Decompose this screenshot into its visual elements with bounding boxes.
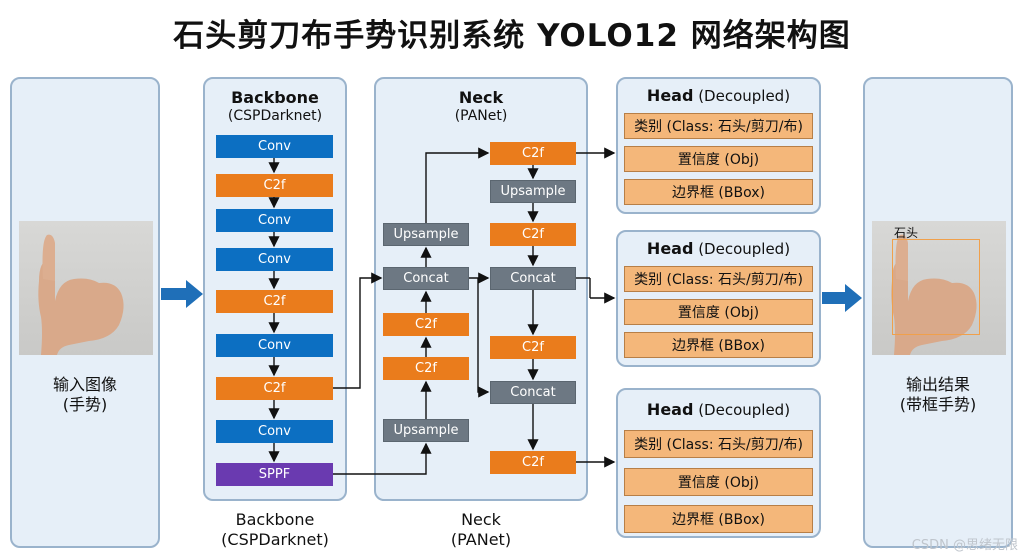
backbone-title: Backbone: [205, 88, 345, 107]
input-panel: 输入图像 (手势): [10, 77, 160, 548]
backbone-block-c2f: C2f: [216, 174, 333, 197]
neck-left-upsample: Upsample: [383, 419, 469, 442]
neck-left-c2f: C2f: [383, 357, 469, 380]
output-caption: 输出结果 (带框手势): [865, 375, 1011, 415]
head-panel-2: Head (Decoupled) 类别 (Class: 石头/剪刀/布) 置信度…: [616, 230, 821, 367]
backbone-block-conv: Conv: [216, 209, 333, 232]
backbone-block-conv: Conv: [216, 135, 333, 158]
neck-right-c2f: C2f: [490, 336, 576, 359]
neck-right-c2f: C2f: [490, 223, 576, 246]
head-title-text: Head: [646, 400, 694, 419]
output-panel: 石头 输出结果 (带框手势): [863, 77, 1013, 548]
head-obj-box: 置信度 (Obj): [624, 146, 813, 172]
page-title: 石头剪刀布手势识别系统 YOLO12 网络架构图: [173, 18, 851, 54]
backbone-block-conv: Conv: [216, 334, 333, 357]
neck-left-upsample: Upsample: [383, 223, 469, 246]
backbone-block-conv: Conv: [216, 248, 333, 271]
backbone-title-text: Backbone: [231, 88, 319, 107]
neck-right-concat: Concat: [490, 381, 576, 404]
input-caption-line2: (手势): [62, 395, 108, 414]
head-title: Head (Decoupled): [618, 86, 819, 105]
head-title: Head (Decoupled): [618, 239, 819, 258]
head-class-box: 类别 (Class: 石头/剪刀/布): [624, 113, 813, 139]
backbone-caption: Backbone (CSPDarknet): [203, 510, 347, 550]
head-panel-1: Head (Decoupled) 类别 (Class: 石头/剪刀/布) 置信度…: [616, 77, 821, 214]
neck-title: Neck: [376, 88, 586, 107]
head-subtitle: (Decoupled): [698, 240, 791, 258]
input-arrow: [161, 280, 203, 308]
neck-caption-line1: Neck: [461, 510, 501, 529]
head-subtitle: (Decoupled): [698, 401, 791, 419]
head-class-box: 类别 (Class: 石头/剪刀/布): [624, 266, 813, 292]
hand-icon: [38, 234, 124, 355]
output-caption-line1: 输出结果: [905, 375, 970, 394]
neck-right-c2f: C2f: [490, 451, 576, 474]
neck-caption: Neck (PANet): [374, 510, 588, 550]
output-hand-image: 石头: [872, 221, 1006, 355]
head-title-text: Head: [646, 239, 694, 258]
neck-right-c2f: C2f: [490, 142, 576, 165]
neck-subtitle: (PANet): [454, 108, 508, 124]
head-obj-box: 置信度 (Obj): [624, 299, 813, 325]
output-caption-line2: (带框手势): [899, 395, 977, 414]
neck-left-c2f: C2f: [383, 313, 469, 336]
backbone-block-conv: Conv: [216, 420, 333, 443]
input-caption: 输入图像 (手势): [12, 375, 158, 415]
backbone-caption-line2: (CSPDarknet): [221, 530, 329, 549]
head-title: Head (Decoupled): [618, 400, 819, 419]
backbone-block-sppf: SPPF: [216, 463, 333, 486]
input-caption-line1: 输入图像: [52, 375, 117, 394]
head-title-text: Head: [646, 86, 694, 105]
head-bbox-box: 边界框 (BBox): [624, 179, 813, 205]
watermark: CSDN @思绪无限: [911, 538, 1018, 553]
head-class-box: 类别 (Class: 石头/剪刀/布): [624, 430, 813, 458]
head-subtitle: (Decoupled): [698, 87, 791, 105]
head-bbox-box: 边界框 (BBox): [624, 505, 813, 533]
backbone-subtitle: (CSPDarknet): [227, 108, 323, 124]
detection-label: 石头: [894, 226, 919, 240]
head-panel-3: Head (Decoupled) 类别 (Class: 石头/剪刀/布) 置信度…: [616, 388, 821, 538]
hand-icon: [891, 234, 977, 355]
output-arrow: [822, 284, 862, 312]
head-obj-box: 置信度 (Obj): [624, 468, 813, 496]
neck-title-text: Neck: [458, 88, 504, 107]
backbone-caption-line1: Backbone: [235, 510, 315, 529]
backbone-block-c2f: C2f: [216, 290, 333, 313]
detection-box: [892, 239, 980, 335]
neck-caption-line2: (PANet): [450, 530, 512, 549]
neck-left-concat: Concat: [383, 267, 469, 290]
neck-right-upsample: Upsample: [490, 180, 576, 203]
input-hand-image: [19, 221, 153, 355]
neck-right-concat: Concat: [490, 267, 576, 290]
head-bbox-box: 边界框 (BBox): [624, 332, 813, 358]
backbone-block-c2f: C2f: [216, 377, 333, 400]
